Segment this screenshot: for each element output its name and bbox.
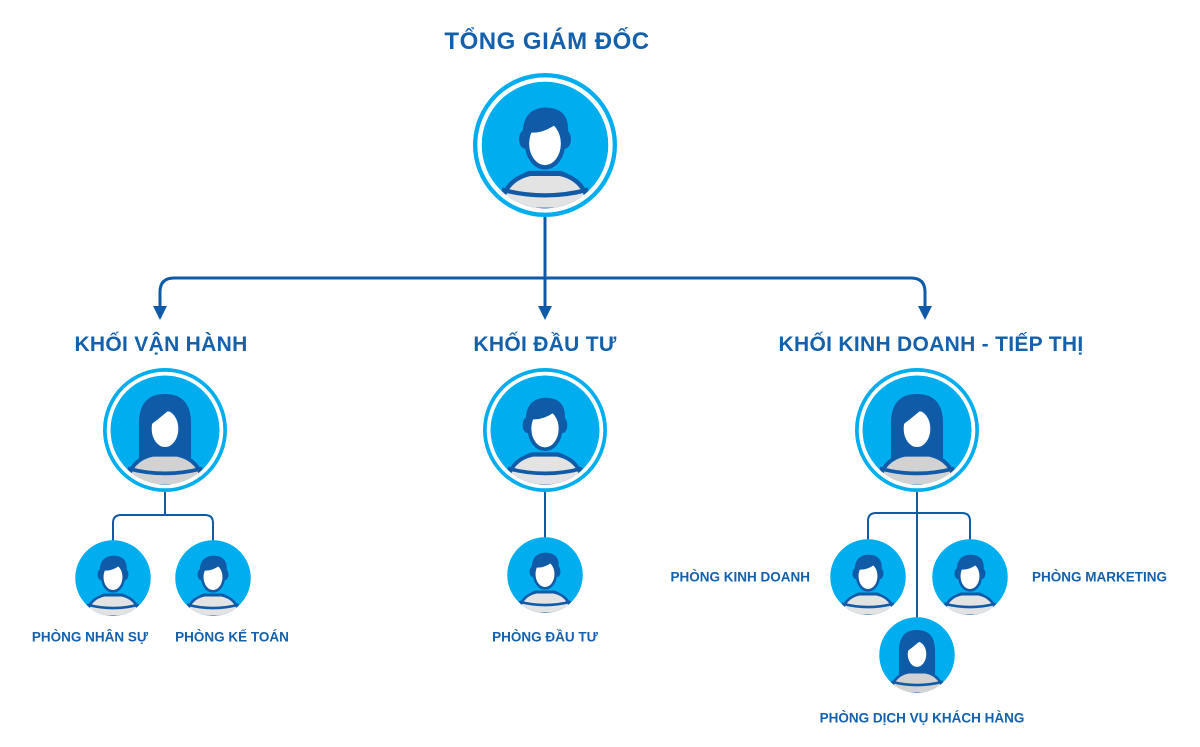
department-label: PHÒNG KẾ TOÁN (175, 629, 289, 645)
department-label: PHÒNG MARKETING (1032, 569, 1167, 585)
male-avatar-icon (932, 539, 1008, 616)
male-avatar-icon (175, 540, 251, 617)
division-title: KHỐI ĐẦU TƯ (473, 333, 617, 356)
department-label: PHÒNG DỊCH VỤ KHÁCH HÀNG (819, 710, 1025, 726)
dept-avatar-marketing (932, 539, 1008, 616)
dept-avatar-dich-vu (879, 617, 955, 694)
division-avatar-kinh-doanh (854, 367, 980, 493)
department-label: PHÒNG KINH DOANH (670, 569, 810, 585)
root-title: TỔNG GIÁM ĐỐC (444, 28, 650, 55)
division-avatar-dau-tu (482, 367, 608, 493)
female-avatar-icon (879, 617, 955, 694)
division-avatar-van-hanh (102, 367, 228, 493)
male-avatar-icon (507, 537, 583, 614)
male-avatar-icon (830, 539, 906, 616)
department-label: PHÒNG NHÂN SỰ (31, 629, 149, 645)
dept-avatar-nhan-su (75, 540, 151, 617)
connectors (158, 215, 927, 318)
dept-avatar-dau-tu (507, 537, 583, 614)
division-title: KHỐI KINH DOANH - TIẾP THỊ (778, 333, 1084, 356)
department-label: PHÒNG ĐẦU TƯ (492, 629, 598, 645)
division-title: KHỐI VẬN HÀNH (74, 333, 248, 356)
dept-avatar-kinh-doanh (830, 539, 906, 616)
root-avatar (473, 73, 617, 217)
dept-avatar-ke-toan (175, 540, 251, 617)
male-avatar-icon (75, 540, 151, 617)
